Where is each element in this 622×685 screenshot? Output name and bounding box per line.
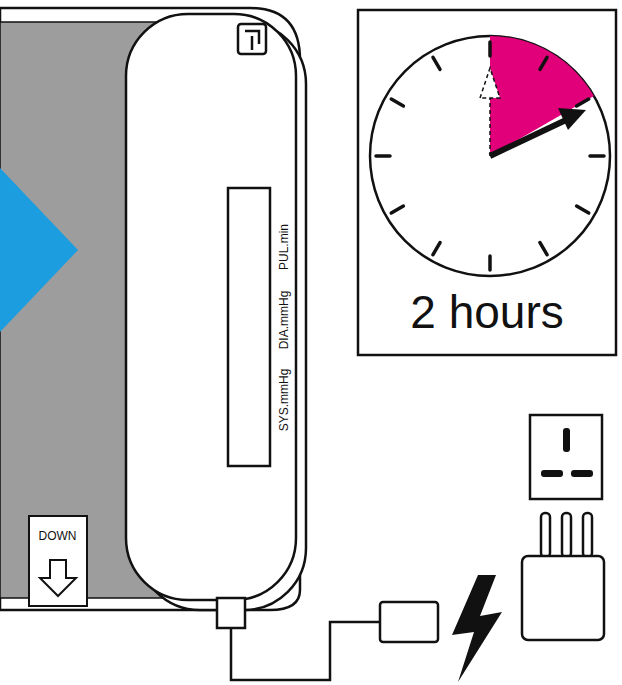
duration-label: 2 hours: [410, 289, 563, 335]
clock-tick: [391, 206, 403, 213]
clock-hand: [490, 120, 566, 156]
down-arrow: [40, 560, 76, 596]
clock-tick: [540, 243, 547, 255]
clock-tick: [488, 256, 492, 270]
down-tab: DOWN: [28, 515, 88, 607]
display-label: SYS.mmHg: [278, 369, 290, 432]
monitor-body: PUL.minDIA.mmHgSYS.mmHg: [126, 14, 296, 600]
clock-tick: [577, 206, 589, 213]
blue-arrow: [0, 168, 78, 332]
socket: [530, 415, 602, 499]
power-icon: [238, 24, 266, 54]
socket-slot: [563, 428, 570, 452]
clock-tick: [488, 42, 492, 56]
clock-tick: [577, 99, 589, 106]
clock-tick: [433, 57, 440, 69]
display-label: PUL.min: [278, 224, 290, 270]
clock-tick: [391, 99, 403, 106]
plug: [217, 598, 245, 628]
clock-panel: 2 hours: [358, 10, 616, 355]
clock-ticks: [376, 42, 604, 270]
clock-tick: [376, 154, 390, 158]
display: [228, 188, 270, 466]
elapsed-wedge: [490, 36, 594, 156]
adapter: [522, 556, 604, 640]
clock-tick: [590, 154, 604, 158]
start-arrowhead: [480, 68, 500, 98]
down-tab-ground: [28, 515, 88, 607]
prong: [583, 513, 592, 557]
cable: [231, 622, 380, 680]
power-icon-mark: [245, 31, 259, 50]
tab-label: DOWN: [39, 530, 77, 542]
socket-slot: [571, 470, 593, 477]
prong: [562, 513, 571, 557]
prong: [541, 513, 550, 557]
clock-tick: [540, 57, 547, 69]
cuff-outline: [0, 8, 300, 610]
clock-face: [370, 36, 610, 276]
usb-end: [380, 602, 438, 642]
clock-tick: [433, 243, 440, 255]
hand-arrowhead: [558, 108, 586, 130]
socket-slot: [541, 470, 563, 477]
device-body: [126, 14, 296, 600]
lightning-bolt: [452, 575, 502, 682]
display-label: DIA.mmHg: [278, 291, 290, 350]
clock-panel-ground: [358, 10, 616, 355]
